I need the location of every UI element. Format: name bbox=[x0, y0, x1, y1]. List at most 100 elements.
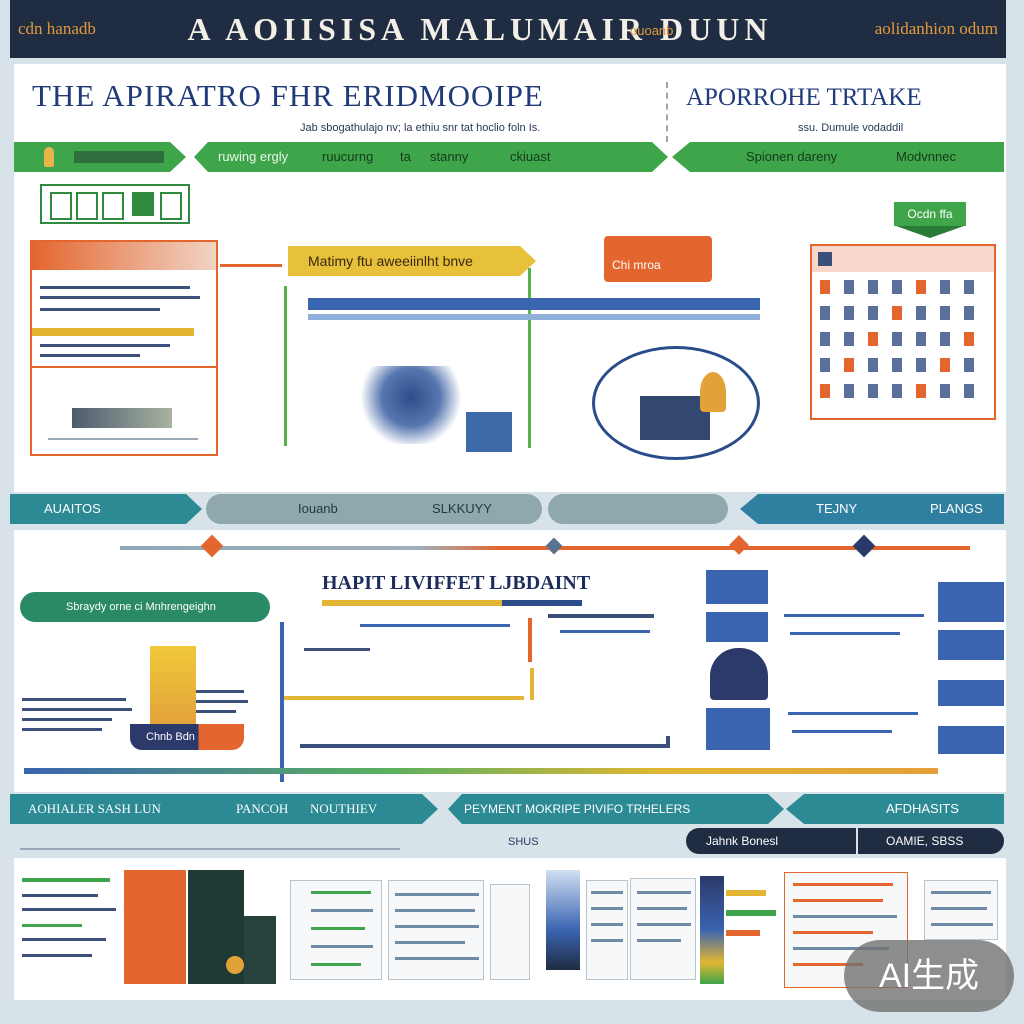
section2-left-pill-label: Sbraydy orne ci Mnhrengeighn bbox=[66, 601, 216, 613]
person-illustration bbox=[466, 412, 512, 452]
calendar-cell bbox=[964, 306, 974, 320]
calendar-cell bbox=[868, 358, 878, 372]
sub-tag-right: OAMIE, SBSS bbox=[858, 828, 1004, 854]
color-stack bbox=[700, 876, 724, 984]
card-yellow-header: Matimy ftu aweeiinlht bnve bbox=[288, 246, 536, 276]
right-line-4 bbox=[792, 730, 892, 733]
banner-mid-item-0: ruwing ergly bbox=[218, 149, 289, 164]
far-right-block-1 bbox=[938, 582, 1004, 622]
banner-mid-item-3: stanny bbox=[430, 149, 469, 164]
horizontal-connector-yellow bbox=[284, 696, 524, 700]
calendar-cell bbox=[916, 358, 926, 372]
row2-label-2: SLKKUYY bbox=[432, 501, 492, 516]
person-icon bbox=[44, 147, 54, 167]
top-right-tag: Ocdn ffa bbox=[894, 202, 966, 226]
landscape-icon bbox=[72, 408, 172, 428]
connector-green-left bbox=[284, 286, 287, 446]
calendar-icon bbox=[818, 252, 832, 266]
orange-book-cover bbox=[124, 870, 186, 984]
connector-end bbox=[666, 736, 670, 748]
arrow-bars bbox=[726, 890, 782, 950]
top-title-bar: cdn hanadb A AOIISISA MALUMAIR DUUN ouoa… bbox=[10, 0, 1006, 58]
banner-mid-item-4: ckiuast bbox=[510, 149, 551, 164]
row2-label-0: AUAITOS bbox=[44, 501, 101, 516]
main-title: A AOIISISA MALUMAIR DUUN bbox=[187, 11, 773, 47]
calendar-cell bbox=[820, 384, 830, 398]
banner-row1-mid: ruwing ergly ruucurng ta stanny ckiuast bbox=[194, 142, 668, 172]
right-block-3 bbox=[706, 708, 770, 750]
blue-progress-bar bbox=[308, 298, 760, 310]
far-right-block-4 bbox=[938, 726, 1004, 754]
document-7 bbox=[924, 880, 998, 940]
calendar-cell bbox=[892, 358, 902, 372]
banner-mid-item-2: ta bbox=[400, 149, 411, 164]
right-line-2 bbox=[790, 632, 900, 635]
section1-title-left: THE APIRATRO FHR ERIDMOOIPE bbox=[32, 78, 544, 113]
left-text-block bbox=[22, 692, 132, 736]
banner-right-item-0: Spionen dareny bbox=[746, 149, 838, 164]
section2-title: HAPIT LIVIFFET LJBDAINT bbox=[322, 572, 591, 594]
banner-row2-item1: Iouanb SLKKUYY bbox=[206, 494, 542, 524]
document-2 bbox=[388, 880, 484, 980]
horizontal-connector-navy bbox=[300, 744, 670, 748]
card-left bbox=[30, 240, 218, 456]
dark-book-spine bbox=[244, 916, 276, 984]
ai-generated-badge: AI生成 bbox=[844, 940, 1014, 1012]
desk-illustration bbox=[640, 396, 710, 440]
tree-illustration bbox=[356, 366, 466, 444]
row3-note: SHUS bbox=[508, 836, 539, 848]
vertical-connector-orange bbox=[528, 618, 532, 662]
calendar-cell bbox=[892, 280, 902, 294]
calendar-cell bbox=[844, 332, 854, 346]
row3-label-4: AFDHASITS bbox=[886, 801, 959, 816]
document-5 bbox=[630, 878, 696, 980]
vertical-connector-blue bbox=[280, 622, 284, 782]
title-divider bbox=[666, 82, 670, 142]
row3-label-3: PEYMENT MOKRIPE PIVIFO TRHELERS bbox=[464, 802, 691, 816]
connector-orange bbox=[220, 264, 282, 267]
card-yellow-header-label: Matimy ftu aweeiinlht bnve bbox=[308, 253, 473, 269]
orange-tag: Chi mroa bbox=[604, 236, 712, 282]
sub-tag-left: Jahnk Bonesl bbox=[686, 828, 856, 854]
banner-right-item-1: Modvnnec bbox=[896, 149, 956, 164]
calendar-cell bbox=[916, 280, 926, 294]
calendar-cell bbox=[844, 384, 854, 398]
title-underline-blue bbox=[502, 600, 582, 606]
banner-row1-left bbox=[14, 142, 186, 172]
blue-sub-bar bbox=[308, 314, 760, 320]
banner-row3-mid: PEYMENT MOKRIPE PIVIFO TRHELERS bbox=[448, 794, 784, 824]
right-line-3 bbox=[788, 712, 918, 715]
calendar-cell bbox=[892, 306, 902, 320]
document-4 bbox=[586, 880, 628, 980]
calendar-cell bbox=[820, 358, 830, 372]
section1-subtitle-left: Jab sbogathulajo nv; la ethiu snr tat ho… bbox=[300, 122, 541, 134]
globe-ellipse bbox=[592, 346, 760, 460]
mid-line-1 bbox=[360, 624, 510, 627]
calendar-cell bbox=[940, 384, 950, 398]
calendar-cell bbox=[844, 358, 854, 372]
banner-mid-item-1: ruucurng bbox=[322, 149, 374, 164]
calendar-cell bbox=[820, 280, 830, 294]
banner-row2-item0: AUAITOS bbox=[10, 494, 202, 524]
calendar-cell bbox=[916, 332, 926, 346]
row3-label-2: NOUTHIEV bbox=[310, 801, 378, 816]
far-right-block-3 bbox=[938, 680, 1004, 706]
banner-row2-item3: TEJNY PLANGS bbox=[740, 494, 1004, 524]
sub-tag-left-label: Jahnk Bonesl bbox=[706, 834, 779, 848]
calendar-cell bbox=[820, 332, 830, 346]
calendar-cell bbox=[868, 332, 878, 346]
right-block-2 bbox=[706, 612, 768, 642]
title-underline-yellow bbox=[322, 600, 502, 606]
orange-tag-label: Chi mroa bbox=[612, 258, 661, 272]
person-icon-large bbox=[710, 648, 768, 700]
document-1 bbox=[290, 880, 382, 980]
row2-label-3: TEJNY bbox=[816, 501, 858, 516]
timeline-line bbox=[120, 546, 970, 550]
section1-subtitle-right: ssu. Dumule vodaddil bbox=[798, 122, 904, 134]
calendar-cell bbox=[940, 332, 950, 346]
vertical-connector-yellow bbox=[530, 668, 534, 700]
calendar-grid bbox=[820, 280, 990, 410]
calendar-cell bbox=[868, 280, 878, 294]
calendar-cell bbox=[964, 358, 974, 372]
mid-line-2 bbox=[548, 614, 654, 618]
